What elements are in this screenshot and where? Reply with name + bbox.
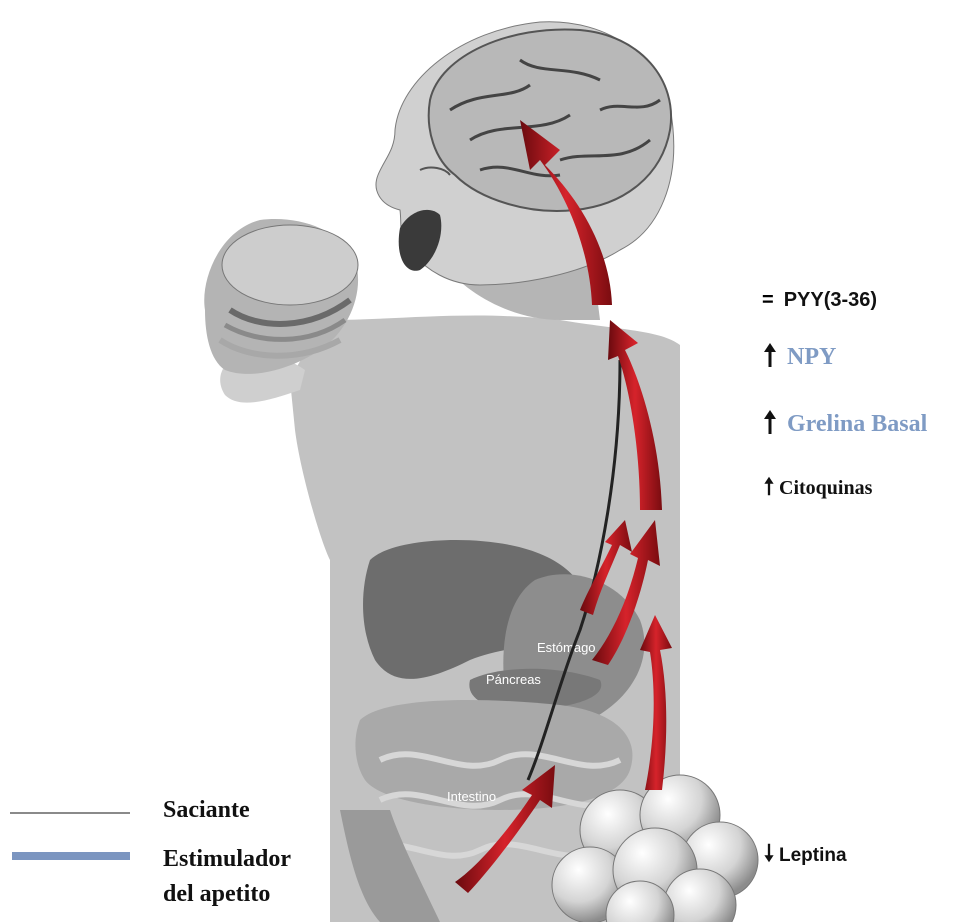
up-arrow-icon [763,409,777,440]
stomach-label: Estómago [537,640,596,655]
up-arrow-icon [763,342,777,373]
pancreas-label: Páncreas [486,672,541,687]
hormone-pyy-label: PYY(3-36) [784,289,877,312]
legend-appetite-label-line1: Estimulador [163,845,291,874]
intestine-label: Intestino [447,789,496,804]
down-arrow-icon [763,843,775,868]
legend-appetite-line [12,852,130,860]
hormone-leptina: Leptina [763,843,847,868]
hormone-citoquinas: Citoquinas [763,476,872,501]
hormone-npy: NPY [763,342,836,373]
hormone-pyy: = PYY(3-36) [762,289,877,312]
human-body-figure: Estómago Páncreas Intestino [204,22,680,922]
legend-appetite-label-line2: del apetito [163,880,270,909]
hormone-leptina-label: Leptina [779,845,847,867]
equals-sign: = [762,289,774,312]
legend-satiating-line [10,812,130,814]
hormone-grelina: Grelina Basal [763,409,927,440]
hormone-grelina-label: Grelina Basal [787,411,927,438]
legend-satiating-label: Saciante [163,796,250,825]
hormone-npy-label: NPY [787,344,836,371]
hormone-citoquinas-label: Citoquinas [779,477,872,500]
up-arrow-icon [763,476,775,501]
